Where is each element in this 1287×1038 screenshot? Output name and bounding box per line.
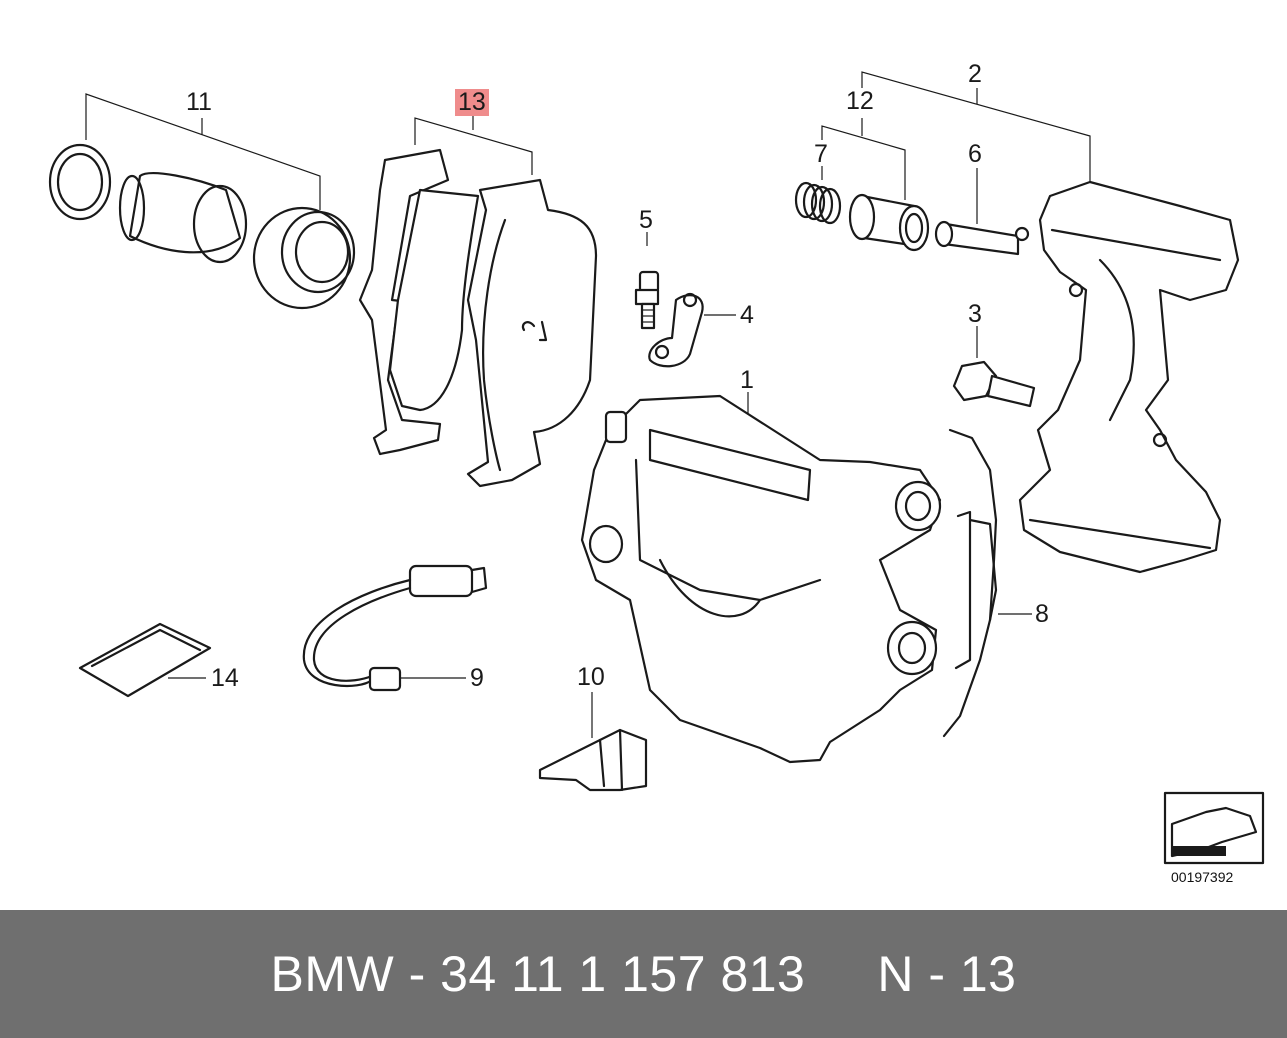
guide-bolt-drawing [952, 360, 1036, 408]
callout-13-highlighted[interactable]: 13 [455, 89, 489, 116]
caliper-housing-drawing [580, 394, 942, 764]
callout-7[interactable]: 7 [814, 140, 828, 168]
callout-14[interactable]: 14 [211, 664, 239, 692]
exploded-parts-diagram [48, 71, 1265, 865]
callout-5[interactable]: 5 [639, 206, 653, 234]
callout-2[interactable]: 2 [968, 60, 982, 88]
sensor-holder-clip-drawing [538, 728, 648, 792]
bleed-valve-drawing [634, 270, 660, 330]
callout-8[interactable]: 8 [1035, 600, 1049, 628]
anti-rattle-spring-drawing [942, 428, 998, 738]
dust-cap-drawing [648, 292, 704, 368]
callout-4[interactable]: 4 [740, 301, 754, 329]
callout-9[interactable]: 9 [470, 664, 484, 692]
callout-6[interactable]: 6 [968, 140, 982, 168]
orientation-box [1163, 791, 1265, 865]
part-number-caption: BMW - 34 11 1 157 813 N - 13 [270, 946, 1017, 1002]
callout-11[interactable]: 11 [186, 88, 212, 116]
piston-seal-kit-drawing [48, 143, 356, 310]
callout-10[interactable]: 10 [577, 663, 605, 691]
callout-12[interactable]: 12 [846, 87, 874, 115]
callout-1[interactable]: 1 [740, 366, 754, 394]
caliper-carrier-drawing [1018, 180, 1240, 574]
brake-pad-set-drawing [358, 148, 598, 488]
catalog-number: 00197392 [1171, 869, 1234, 885]
leader-lines [85, 71, 1091, 738]
callout-3[interactable]: 3 [968, 300, 982, 328]
footer-bar: BMW - 34 11 1 157 813 N - 13 [0, 910, 1287, 1038]
guide-pin-kit-drawing [794, 181, 1030, 256]
wear-sensor-drawing [302, 564, 488, 692]
grease-sachet-drawing [78, 622, 212, 698]
